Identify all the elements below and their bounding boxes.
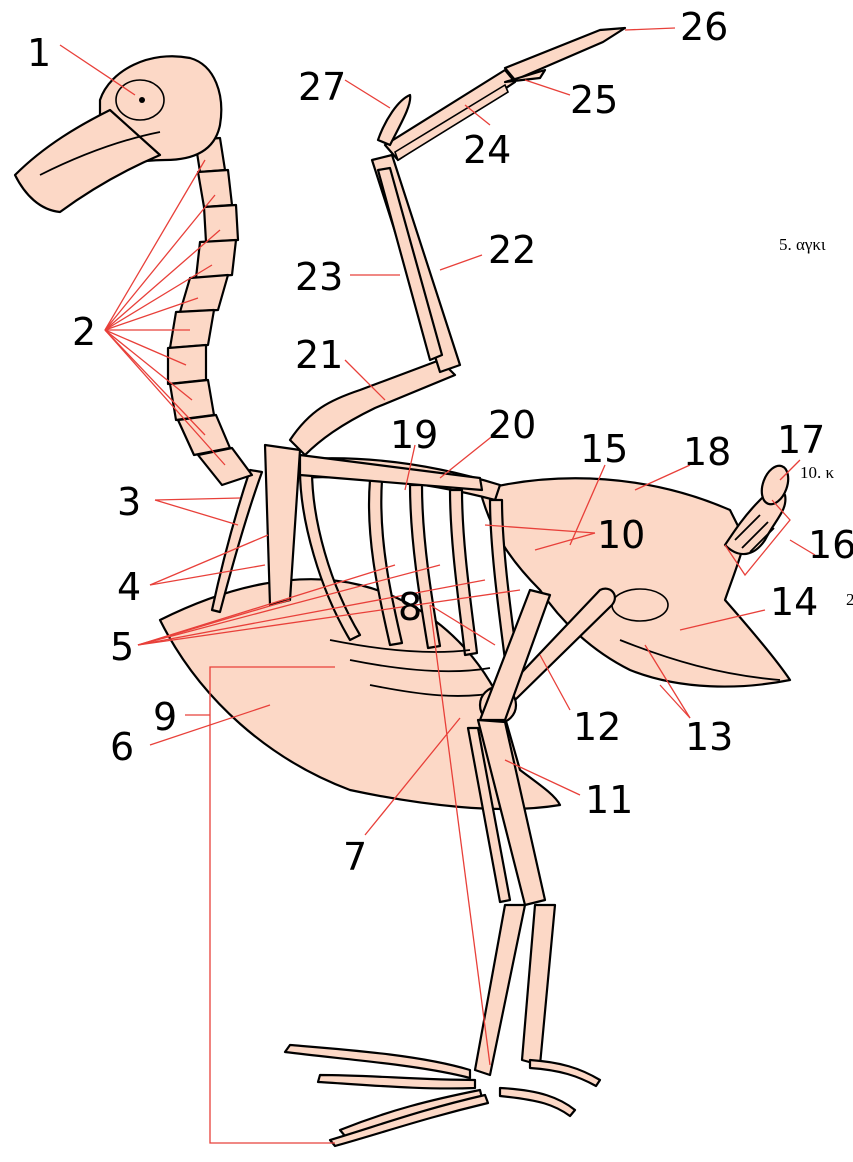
label-14: 14 [770,580,818,624]
label-27: 27 [298,65,346,109]
label-10: 10 [597,513,645,557]
label-26: 26 [680,5,728,49]
label-18: 18 [683,430,731,474]
label-21: 21 [295,333,343,377]
label-12: 12 [573,705,621,749]
label-24: 24 [463,128,511,172]
label-13: 13 [685,715,733,759]
radius [378,168,442,360]
label-9: 9 [153,695,177,739]
toes [285,1045,600,1146]
label-20: 20 [488,403,536,447]
label-8: 8 [398,585,422,629]
label-3: 3 [117,480,141,524]
label-22: 22 [488,228,536,272]
label-5: 5 [110,625,134,669]
label-2: 2 [72,310,96,354]
label-6: 6 [110,725,134,769]
label-1: 1 [27,31,51,75]
label-16: 16 [808,523,853,567]
label-15: 15 [580,427,628,471]
label-25: 25 [570,78,618,122]
tarsometatarsus [475,905,525,1075]
label-11: 11 [585,778,633,822]
fragment-text-3: 2 [846,590,853,609]
label-17: 17 [777,418,825,462]
digit-major [505,28,625,80]
label-4: 4 [117,565,141,609]
label-19: 19 [390,413,438,457]
label-7: 7 [343,835,367,879]
neck-vertebrae [168,138,252,485]
fragment-text-1: 5. αγκι [779,235,826,254]
fragment-text-2: 10. κ [800,463,835,482]
pelvis-foramen [612,589,668,621]
label-23: 23 [295,255,343,299]
